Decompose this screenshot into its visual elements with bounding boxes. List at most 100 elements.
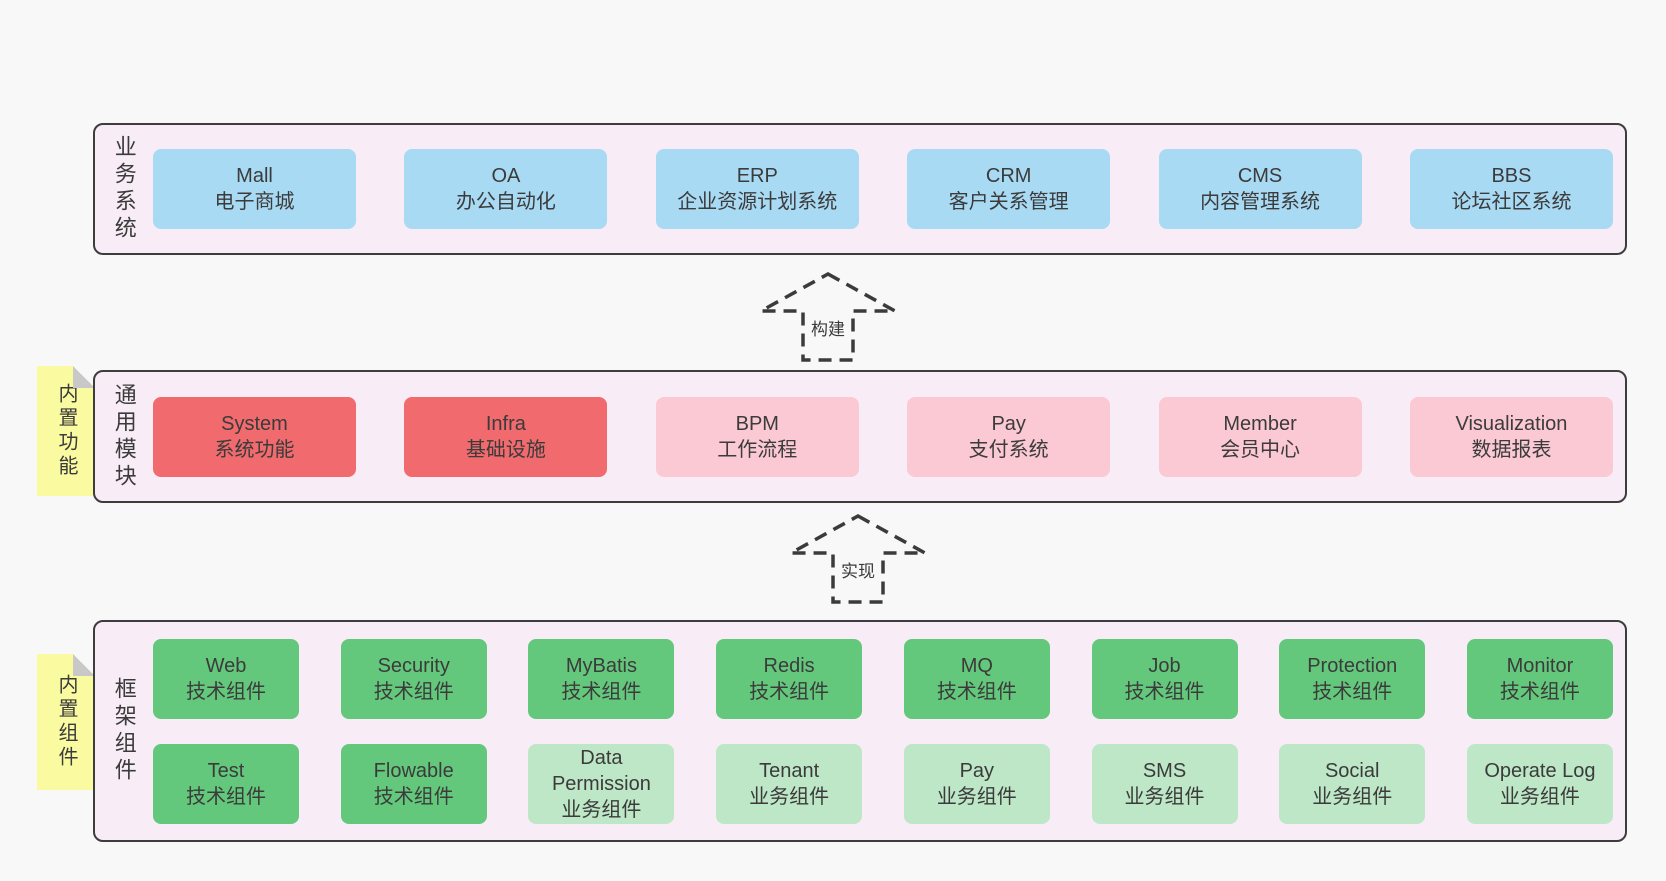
component-name: CRM — [985, 165, 1032, 187]
component-name: Security — [377, 654, 450, 677]
component-description: 技术组件 — [1312, 680, 1393, 703]
component-description: 业务组件 — [1124, 785, 1205, 808]
component-description: 技术组件 — [1499, 680, 1580, 703]
component-description: 技术组件 — [373, 785, 454, 808]
component-name: SMS — [1142, 759, 1187, 782]
component-description: 基础设施 — [465, 438, 546, 461]
component-description: 论坛社区系统 — [1451, 191, 1572, 213]
panel-title-framework-components: 框架组件 — [111, 677, 137, 785]
component-name: Web — [205, 654, 247, 677]
component-name: Tenant — [759, 759, 820, 782]
component-description: 业务组件 — [561, 798, 642, 821]
implement-arrow-label: 实现 — [838, 557, 878, 582]
component-box-mall: Mall 电子商城 — [153, 149, 356, 229]
component-name: Flowable — [373, 759, 454, 782]
component-description: 业务组件 — [1499, 785, 1580, 808]
component-description: 办公自动化 — [455, 191, 556, 213]
component-name: Protection — [1307, 654, 1398, 677]
component-name: Data Permission — [551, 746, 651, 795]
component-box-monitor: Monitor 技术组件 — [1466, 638, 1613, 719]
component-name: System — [221, 412, 288, 435]
panel-title-common-modules: 通用模块 — [111, 382, 137, 491]
component-description: 企业资源计划系统 — [677, 191, 838, 213]
sticky-note-text: 内置功能 — [55, 383, 77, 479]
component-description: 技术组件 — [561, 680, 642, 703]
component-name: Job — [1148, 654, 1181, 677]
component-description: 业务组件 — [1312, 785, 1393, 808]
component-name: BBS — [1491, 165, 1532, 187]
component-box-bbs: BBS 论坛社区系统 — [1409, 149, 1613, 229]
component-name: Operate Log — [1484, 759, 1596, 782]
component-description: 技术组件 — [186, 785, 266, 808]
component-box-data-permission: Data Permission 业务组件 — [528, 743, 675, 824]
component-name: Visualization — [1455, 412, 1568, 435]
component-description: 技术组件 — [749, 680, 830, 703]
component-name: OA — [491, 165, 521, 187]
component-box-social: Social 业务组件 — [1279, 743, 1426, 824]
component-box-cms: CMS 内容管理系统 — [1158, 149, 1362, 229]
component-box-operate-log: Operate Log 业务组件 — [1466, 743, 1613, 824]
component-box-mq: MQ 技术组件 — [903, 638, 1050, 719]
component-box-member: Member 会员中心 — [1158, 396, 1362, 477]
component-box-system: System 系统功能 — [153, 396, 356, 477]
component-box-mybatis: MyBatis 技术组件 — [528, 638, 675, 719]
component-box-oa: OA 办公自动化 — [404, 149, 608, 229]
component-description: 电子商城 — [214, 191, 295, 213]
sticky-note-builtin-functions: 内置功能 — [37, 366, 95, 496]
component-name: BPM — [735, 412, 779, 435]
folded-corner-icon — [73, 366, 95, 388]
component-name: Pay — [959, 759, 995, 782]
component-box-infra: Infra 基础设施 — [404, 396, 608, 477]
component-description: 内容管理系统 — [1200, 191, 1321, 213]
component-box-tenant: Tenant 业务组件 — [716, 743, 863, 824]
component-box-crm: CRM 客户关系管理 — [907, 149, 1111, 229]
component-description: 业务组件 — [936, 785, 1017, 808]
component-name: MQ — [960, 654, 993, 677]
component-name: Member — [1223, 412, 1297, 435]
component-box-flowable: Flowable 技术组件 — [340, 743, 487, 824]
component-name: Redis — [763, 654, 815, 677]
component-description: 数据报表 — [1471, 438, 1552, 461]
sticky-note-text: 内置组件 — [55, 674, 77, 770]
component-description: 系统功能 — [214, 438, 295, 461]
component-name: Social — [1324, 759, 1380, 782]
sticky-note-builtin-components: 内置组件 — [37, 654, 95, 790]
panel-title-business-systems: 业务系统 — [111, 135, 137, 243]
component-name: Test — [207, 759, 245, 782]
component-description: 支付系统 — [968, 438, 1049, 461]
component-description: 技术组件 — [186, 680, 266, 703]
component-description: 客户关系管理 — [948, 191, 1069, 213]
build-arrow-label: 构建 — [808, 315, 848, 340]
component-name: Mall — [236, 165, 273, 187]
component-box-test: Test 技术组件 — [153, 743, 299, 824]
component-description: 技术组件 — [936, 680, 1017, 703]
component-box-protection: Protection 技术组件 — [1279, 638, 1426, 719]
implement-arrow: 实现 — [788, 513, 928, 605]
component-box-bpm: BPM 工作流程 — [655, 396, 859, 477]
folded-corner-icon — [73, 654, 95, 676]
component-description: 业务组件 — [749, 785, 830, 808]
build-arrow: 构建 — [758, 271, 898, 363]
component-description: 技术组件 — [373, 680, 454, 703]
component-box-visualization: Visualization 数据报表 — [1409, 396, 1613, 477]
component-description: 会员中心 — [1220, 438, 1301, 461]
component-box-security: Security 技术组件 — [340, 638, 487, 719]
component-name: CMS — [1237, 165, 1283, 187]
component-description: 技术组件 — [1124, 680, 1205, 703]
component-box-job: Job 技术组件 — [1091, 638, 1238, 719]
component-name: MyBatis — [565, 654, 637, 677]
component-description: 工作流程 — [717, 438, 798, 461]
component-name: Monitor — [1506, 654, 1574, 677]
component-box-redis: Redis 技术组件 — [716, 638, 863, 719]
component-box-pay: Pay 业务组件 — [903, 743, 1050, 824]
component-box-web: Web 技术组件 — [153, 638, 299, 719]
component-name: Infra — [485, 412, 526, 435]
